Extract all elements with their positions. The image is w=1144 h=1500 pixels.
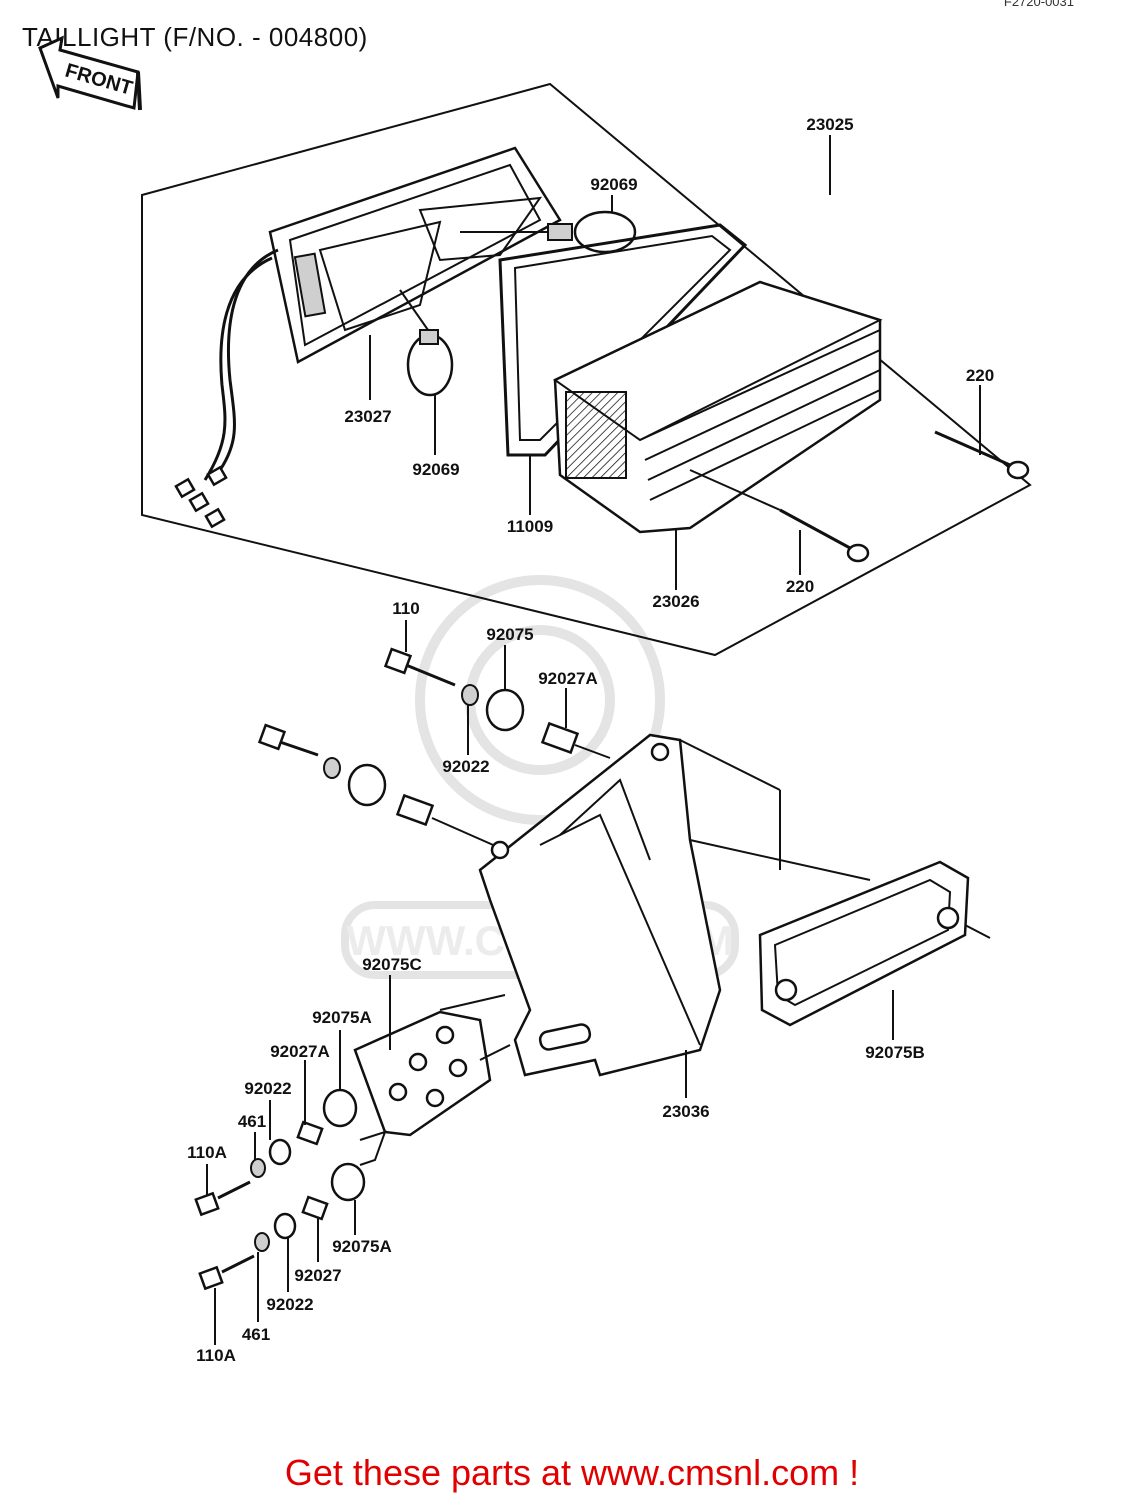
label-220-lower: 220 bbox=[786, 577, 814, 596]
label-110A-upper: 110A bbox=[187, 1143, 227, 1162]
label-92027A-left: 92027A bbox=[270, 1042, 330, 1061]
label-92069-top: 92069 bbox=[590, 175, 637, 194]
footer-link-text[interactable]: Get these parts at www.cmsnl.com ! bbox=[284, 1452, 860, 1493]
bolt-110-second bbox=[257, 723, 501, 849]
label-92022-left: 92022 bbox=[244, 1079, 291, 1098]
screw-220-lower bbox=[689, 469, 870, 563]
lamp-base-23027 bbox=[268, 146, 562, 364]
page-title: TAILLIGHT (F/NO. - 004800) bbox=[22, 22, 368, 52]
label-92022-lower: 92022 bbox=[266, 1295, 313, 1314]
reference-code: F2720-0031 bbox=[1003, 0, 1074, 9]
lens-23026 bbox=[553, 280, 883, 534]
label-461-upper: 461 bbox=[238, 1112, 266, 1131]
assembly-outline bbox=[141, 82, 1032, 657]
screw-220-right bbox=[934, 430, 1030, 480]
label-92069-bottom: 92069 bbox=[412, 460, 459, 479]
bolt-110 bbox=[383, 647, 611, 759]
label-92075C: 92075C bbox=[362, 955, 422, 974]
label-92075B: 92075B bbox=[865, 1043, 925, 1062]
label-92075A-lower: 92075A bbox=[332, 1237, 392, 1256]
bulb-92069-bottom bbox=[399, 289, 454, 397]
label-92075A-upper: 92075A bbox=[312, 1008, 372, 1027]
wiring-harness bbox=[174, 248, 279, 529]
label-461-lower: 461 bbox=[242, 1325, 270, 1344]
label-23026: 23026 bbox=[652, 592, 699, 611]
label-110: 110 bbox=[392, 599, 419, 618]
lower-fastener-set-upper bbox=[194, 1088, 358, 1217]
label-110A-lower: 110A bbox=[196, 1346, 236, 1365]
label-92022-top: 92022 bbox=[442, 757, 489, 776]
label-92027: 92027 bbox=[294, 1266, 341, 1285]
bracket-23036 bbox=[478, 733, 871, 1077]
label-92075: 92075 bbox=[486, 625, 533, 644]
label-23036: 23036 bbox=[662, 1102, 709, 1121]
label-23027: 23027 bbox=[344, 407, 391, 426]
mount-plate-92075C bbox=[353, 994, 511, 1137]
grommet-92075B bbox=[758, 860, 991, 1027]
front-arrow-icon: FRONT bbox=[38, 35, 142, 111]
label-11009: 11009 bbox=[507, 517, 553, 536]
label-220-right: 220 bbox=[966, 366, 994, 385]
label-92027A-top: 92027A bbox=[538, 669, 598, 688]
label-23025: 23025 bbox=[806, 115, 853, 134]
leader-lines bbox=[206, 135, 981, 1345]
lower-fastener-set-lower bbox=[198, 1162, 366, 1291]
